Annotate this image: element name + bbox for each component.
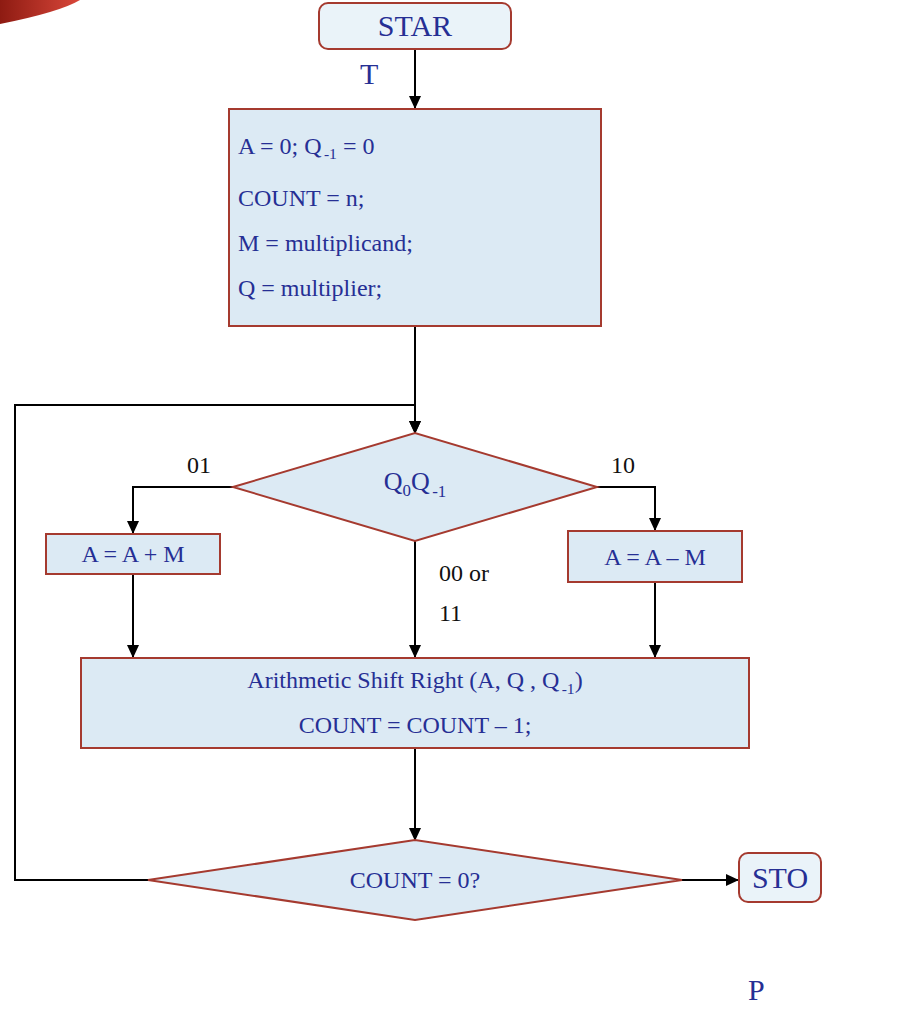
node-text: STO: [752, 861, 808, 894]
node-text: A = A + M: [81, 541, 184, 567]
text-line: COUNT = 0?: [350, 865, 480, 895]
text-line: A = 0; Q-1 = 0: [238, 124, 413, 177]
terminal-text-tail: T: [360, 56, 378, 92]
node-content: A = 0; Q-1 = 0 COUNT = n; M = multiplicand;…: [238, 124, 413, 312]
node-text: COUNT = 0?: [350, 867, 480, 893]
flow-arrow: [597, 487, 655, 530]
decision-diamond: Q0Q-1: [233, 433, 597, 541]
diamond-shape: [233, 433, 597, 541]
node-text: ): [575, 667, 583, 693]
node-content: COUNT = 0?: [350, 865, 480, 895]
subscript-text: -1: [324, 145, 337, 162]
node-text: A = 0; Q: [238, 133, 322, 159]
node-content: A = A – M: [604, 542, 706, 572]
flow-arrow: [414, 541, 416, 657]
flow-arrow: [132, 575, 134, 657]
text-line: A = A + M: [81, 539, 184, 569]
flow-arrow: [414, 50, 416, 108]
text-line: STAR: [378, 8, 452, 44]
node-content: A = A + M: [81, 539, 184, 569]
node-content: Q0Q-1: [384, 465, 447, 508]
branch-label: 00 or 11: [437, 553, 513, 633]
text-line: STO: [752, 860, 808, 896]
node-text: = 0: [343, 133, 375, 159]
process-box: A = A + M: [45, 533, 221, 575]
branch-label: 10: [609, 445, 637, 485]
text-line: A = A – M: [604, 542, 706, 572]
subscript-text: 0: [402, 482, 410, 501]
stop-terminal: STOP: [738, 852, 822, 903]
node-content: Arithmetic Shift Right (A, Q , Q-1) COUNT…: [247, 662, 582, 744]
node-content: STO: [752, 860, 808, 896]
node-text: COUNT = COUNT – 1;: [299, 712, 532, 738]
flow-arrow: [654, 583, 656, 657]
diamond-shape: [148, 840, 682, 920]
flow-arrow: [682, 879, 738, 881]
text-line: COUNT = COUNT – 1;: [247, 707, 582, 744]
branch-label: 01: [185, 445, 213, 485]
title-swoosh: [0, 0, 120, 40]
node-text: M = multiplicand;: [238, 230, 413, 256]
node-content: STAR: [378, 8, 452, 44]
text-line: Arithmetic Shift Right (A, Q , Q-1): [247, 662, 582, 707]
subscript-text: -1: [432, 482, 446, 501]
flow-arrow: [414, 749, 416, 840]
text-line: COUNT = n;: [238, 176, 413, 221]
node-text: Q: [411, 467, 430, 496]
swoosh-shape: [0, 0, 80, 24]
start-terminal: START: [318, 2, 512, 50]
node-text: COUNT = n;: [238, 185, 364, 211]
subscript-text: -1: [562, 680, 575, 697]
init-box: A = 0; Q-1 = 0 COUNT = n; M = multiplicand;…: [228, 108, 602, 327]
node-text: A = A – M: [604, 544, 706, 570]
node-text: Q: [384, 467, 403, 496]
node-text: Q = multiplier;: [238, 275, 382, 301]
text-line: M = multiplicand;: [238, 221, 413, 266]
shift-box: Arithmetic Shift Right (A, Q , Q-1) COUNT…: [80, 657, 750, 749]
node-text: STAR: [378, 9, 452, 42]
node-text: Arithmetic Shift Right (A, Q , Q: [247, 667, 559, 693]
decision-diamond: COUNT = 0?: [148, 840, 682, 920]
terminal-text-tail: P: [748, 972, 765, 1008]
process-box: A = A – M: [567, 530, 743, 583]
flow-arrow: [133, 487, 233, 533]
text-line: Q = multiplier;: [238, 266, 413, 311]
text-line: Q0Q-1: [384, 465, 447, 508]
